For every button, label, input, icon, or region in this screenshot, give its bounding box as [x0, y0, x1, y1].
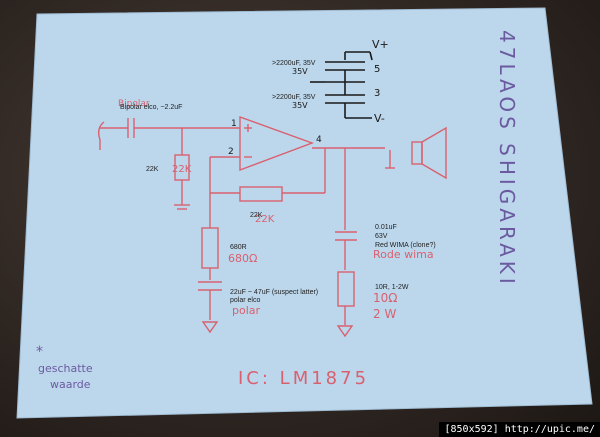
note-r-input: 22K: [146, 166, 159, 173]
note-cap-top: >2200uF, 35V: [272, 60, 316, 67]
pin-3-label: 3: [374, 88, 380, 99]
hand-zobel-r-2: 2 W: [373, 307, 396, 321]
corner-note-line-1: geschatte: [38, 362, 93, 375]
note-zobel-c-voltage: 63V: [375, 233, 388, 240]
hand-r-input: 22K: [172, 164, 192, 175]
hand-zobel-r-1: 10Ω: [373, 291, 397, 305]
rail-positive-label: V+: [372, 38, 389, 51]
image-host-watermark: [850x592] http://upic.me/: [439, 422, 600, 437]
ic-label: IC: LM1875: [238, 368, 369, 389]
hand-r-feedback: 22K: [255, 214, 275, 225]
amplifier-circuit: [97, 116, 447, 338]
paper-sheet: [16, 7, 593, 419]
power-supply-section: [310, 51, 373, 119]
note-zobel-r: 10R, 1-2W: [375, 284, 409, 291]
hand-cap-top: 35V: [292, 67, 308, 76]
note-c-ground: 22uF ~ 47uF (suspect latter): [230, 289, 319, 296]
note-zobel-c-value: 0.01uF: [375, 224, 397, 231]
hand-c-ground: polar: [232, 304, 261, 317]
rail-negative-label: V-: [374, 112, 385, 125]
note-input-cap: Bipolar elco, ~2.2uF: [120, 104, 183, 111]
note-zobel-c-type: Red WIMA (clone?): [375, 242, 436, 249]
note-cap-bottom: >2200uF, 35V: [272, 94, 316, 101]
hand-input-cap: Bipolar: [118, 99, 150, 109]
note-c-ground-type: polar elco: [230, 297, 261, 304]
hand-zobel-c: Rode wima: [373, 248, 434, 261]
note-r-feedback: 22K: [250, 212, 263, 219]
note-r-ground: 680R: [230, 244, 247, 251]
corner-star: *: [36, 344, 43, 360]
hand-cap-bottom: 35V: [292, 101, 308, 110]
pin-4-label: 4: [316, 135, 322, 145]
hand-r-ground: 680Ω: [228, 252, 257, 265]
side-title: 47LAOS SHIGARAKI: [495, 30, 519, 288]
corner-note-line-2: waarde: [50, 378, 91, 391]
pin-2-label: 2: [228, 147, 234, 157]
pin-5-label: 5: [374, 64, 380, 75]
pin-1-label: 1: [231, 119, 237, 129]
